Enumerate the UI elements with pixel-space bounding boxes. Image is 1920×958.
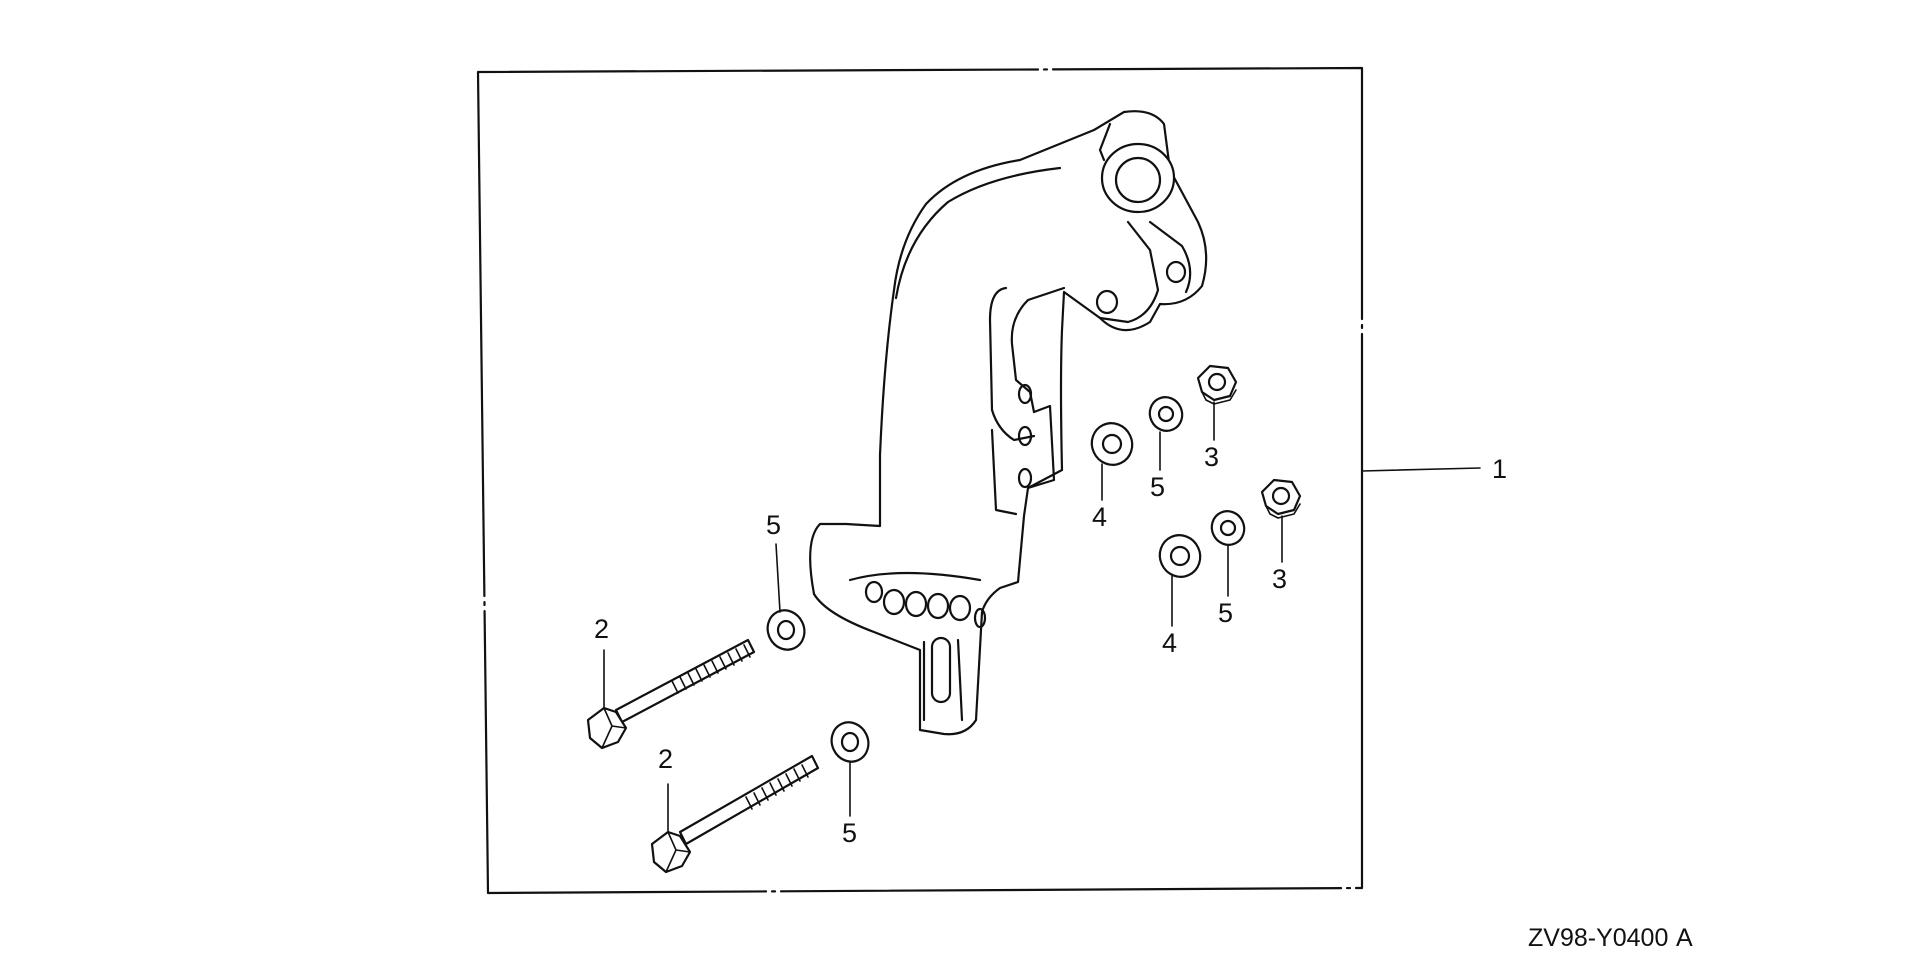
callout-main: 1 (1492, 454, 1507, 484)
callout-washer5-left-lower: 5 (842, 818, 857, 848)
callout-bolt-lower: 2 (658, 744, 673, 774)
callout-washer4-lower: 4 (1162, 628, 1177, 658)
diagram-code-revision: A (1676, 924, 1693, 952)
washer-icon[interactable] (825, 716, 875, 767)
hex-nut-icon[interactable] (1260, 478, 1302, 519)
callout-bolt-upper: 2 (594, 614, 609, 644)
callout-washer5-upper-right: 5 (1150, 472, 1165, 502)
callout-washer5-left-upper: 5 (766, 510, 781, 540)
washer-icon[interactable] (761, 604, 811, 655)
washer-icon[interactable] (1144, 392, 1187, 436)
hex-nut-icon[interactable] (1196, 364, 1238, 405)
washer-icon[interactable] (1153, 529, 1207, 584)
washer-icon[interactable] (1206, 506, 1249, 550)
hex-bolt-icon[interactable] (650, 754, 820, 874)
diagram-code: ZV98-Y0400 A (1528, 924, 1693, 952)
washer-icon[interactable] (1085, 417, 1139, 472)
leader-lines (603, 401, 1481, 833)
callout-nut-lower: 3 (1272, 564, 1287, 594)
callout-nut-upper: 3 (1204, 442, 1219, 472)
callout-washer4-upper: 4 (1092, 502, 1107, 532)
callout-washer5-lower-right: 5 (1218, 598, 1233, 628)
hex-bolt-icon[interactable] (586, 638, 756, 750)
bracket-assembly-icon[interactable] (809, 110, 1208, 736)
assembly-frame (476, 66, 1364, 895)
diagram-code-number: ZV98-Y0400 (1528, 924, 1668, 952)
